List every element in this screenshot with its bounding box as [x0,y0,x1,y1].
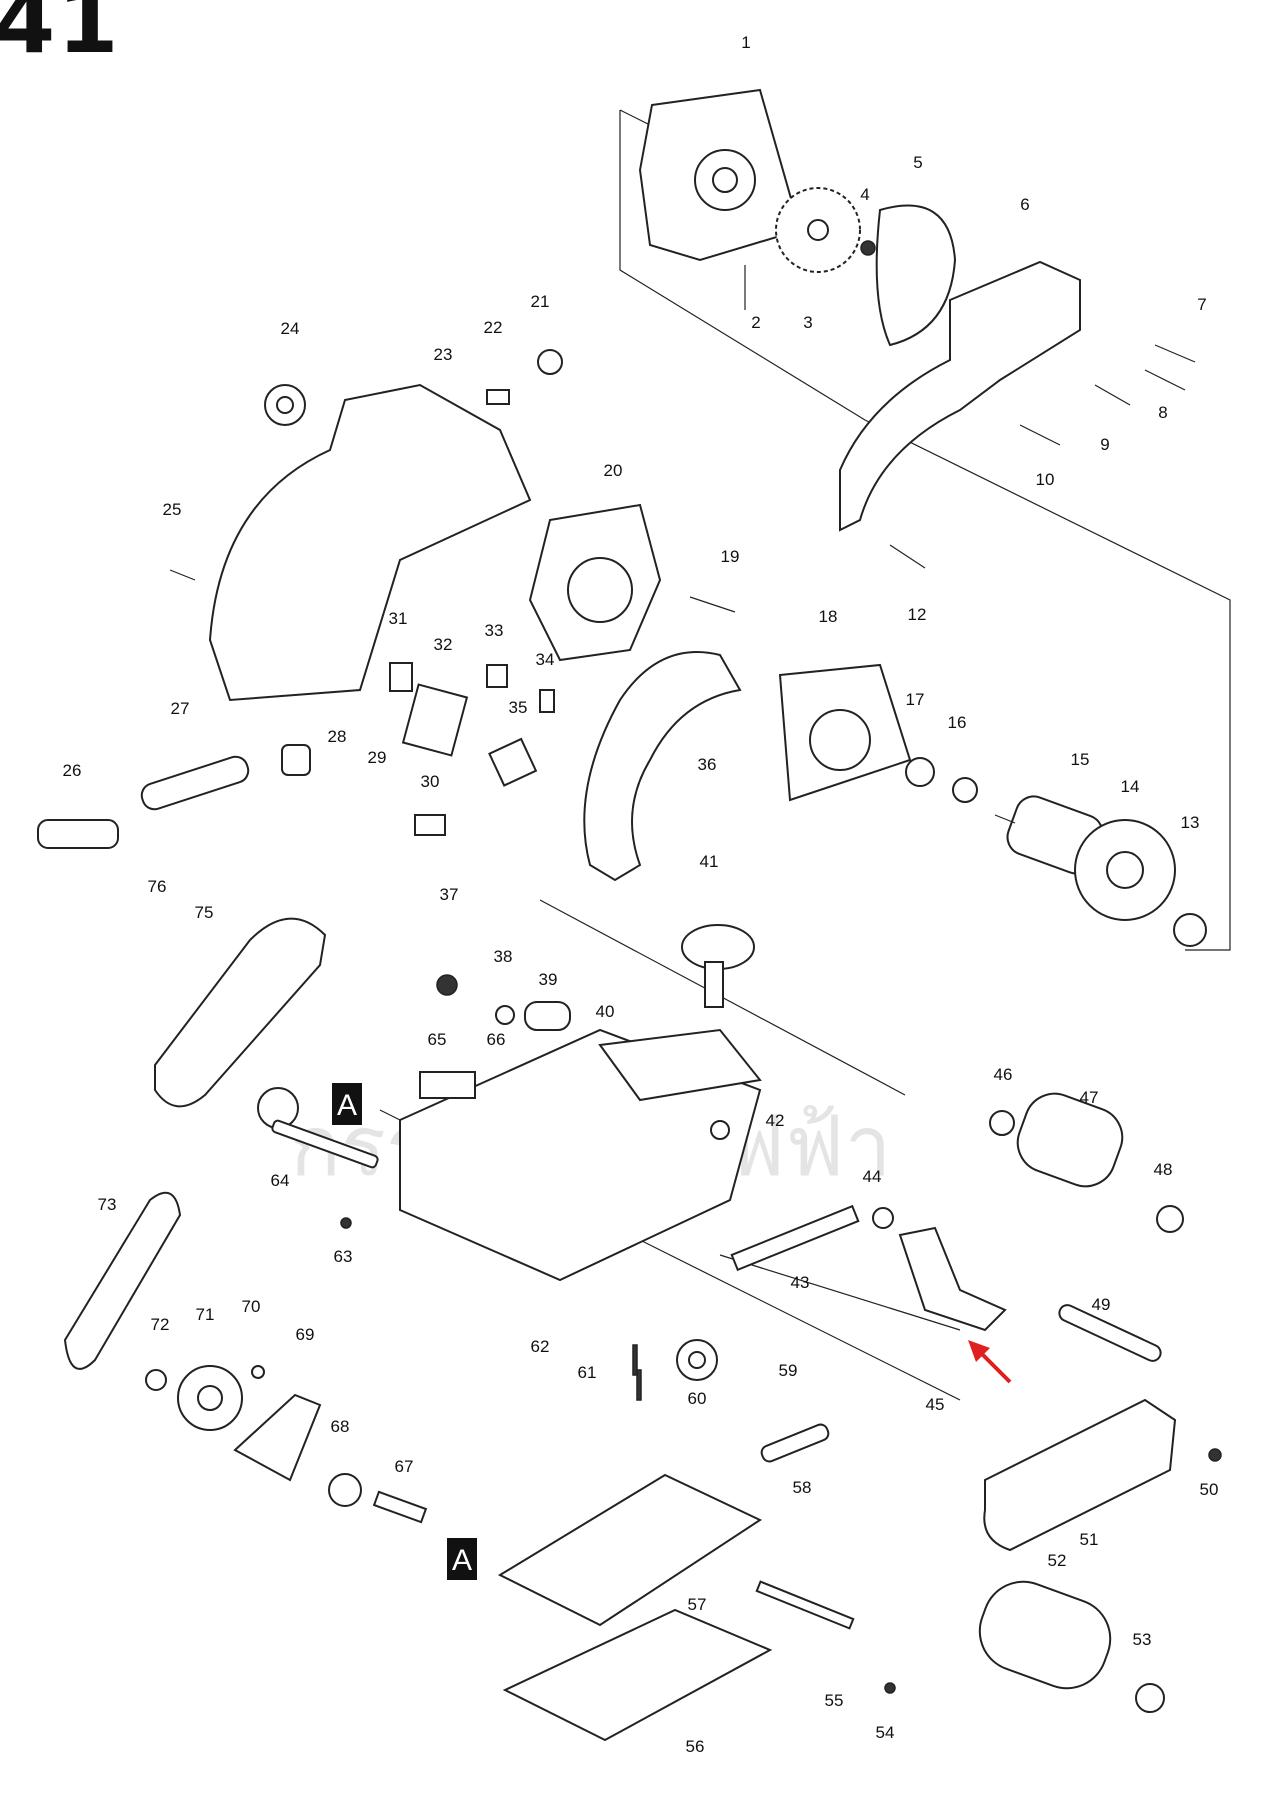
part-label-39: 39 [539,970,558,989]
part-label-73: 73 [98,1195,117,1214]
part-label-34: 34 [536,650,555,669]
part-label-44: 44 [863,1167,882,1186]
page-number: 41 [0,0,121,73]
section-marker-1: A [332,1083,362,1125]
part-label-15: 15 [1071,750,1090,769]
part-label-48: 48 [1154,1160,1173,1179]
part-label-51: 51 [1080,1530,1099,1549]
part-label-67: 67 [395,1457,414,1476]
part-label-30: 30 [421,772,440,791]
part-label-6: 6 [1020,195,1029,214]
part-label-21: 21 [531,292,550,311]
part-label-31: 31 [389,609,408,628]
part-label-25: 25 [163,500,182,519]
part-label-27: 27 [171,699,190,718]
part-label-63: 63 [334,1247,353,1266]
part-label-28: 28 [328,727,347,746]
part-label-14: 14 [1121,777,1140,796]
section-marker-2: A [447,1538,477,1580]
part-label-29: 29 [368,748,387,767]
part-label-2: 2 [751,313,760,332]
part-label-60: 60 [688,1389,707,1408]
roller-group [872,1092,1222,1713]
part-label-22: 22 [484,318,503,337]
part-label-5: 5 [913,153,922,172]
part-label-37: 37 [440,885,459,904]
svg-text:A: A [337,1089,357,1122]
part-label-13: 13 [1181,813,1200,832]
part-label-16: 16 [948,713,967,732]
part-label-65: 65 [428,1030,447,1049]
part-label-59: 59 [779,1361,798,1380]
part-label-54: 54 [876,1723,895,1742]
part-label-1: 1 [741,33,750,52]
part-label-64: 64 [271,1171,290,1190]
part-label-3: 3 [803,313,812,332]
part-label-61: 61 [578,1363,597,1382]
part-label-45: 45 [926,1395,945,1414]
motor-cover-group [638,88,1196,569]
part-label-70: 70 [242,1297,261,1316]
part-label-23: 23 [434,345,453,364]
part-label-72: 72 [151,1315,170,1334]
part-label-24: 24 [281,319,300,338]
svg-text:A: A [452,1544,472,1577]
part-label-40: 40 [596,1002,615,1021]
part-label-71: 71 [196,1305,215,1324]
part-label-62: 62 [531,1337,550,1356]
part-label-53: 53 [1133,1630,1152,1649]
part-label-50: 50 [1200,1480,1219,1499]
part-label-20: 20 [604,461,623,480]
part-label-43: 43 [791,1273,810,1292]
part-label-8: 8 [1158,403,1167,422]
part-label-58: 58 [793,1478,812,1497]
part-label-26: 26 [63,761,82,780]
frame-group [154,917,860,1282]
part-label-4: 4 [860,185,869,204]
cord-switch-group [37,662,555,849]
part-label-75: 75 [195,903,214,922]
part-label-12: 12 [908,605,927,624]
part-label-10: 10 [1036,470,1055,489]
part-label-35: 35 [509,698,528,717]
part-label-9: 9 [1100,435,1109,454]
part-label-49: 49 [1092,1295,1111,1314]
part-label-66: 66 [487,1030,506,1049]
part-label-55: 55 [825,1691,844,1710]
part-label-47: 47 [1080,1088,1099,1107]
part-label-17: 17 [906,690,925,709]
part-label-42: 42 [766,1111,785,1130]
part-label-69: 69 [296,1325,315,1344]
handle-group [583,651,912,882]
highlight-arrow [968,1340,1012,1384]
part-label-38: 38 [494,947,513,966]
part-label-41: 41 [700,852,719,871]
part-label-32: 32 [434,635,453,654]
armature-group [905,757,1207,947]
pulley-group [63,1191,428,1524]
part-label-19: 19 [721,547,740,566]
part-label-36: 36 [698,755,717,774]
part-label-18: 18 [819,607,838,626]
part-label-56: 56 [686,1737,705,1756]
housing-group [169,349,736,702]
platen-group [340,1217,896,1742]
part-label-46: 46 [994,1065,1013,1084]
part-label-33: 33 [485,621,504,640]
part-label-52: 52 [1048,1551,1067,1570]
part-label-76: 76 [148,877,167,896]
part-label-57: 57 [688,1595,707,1614]
part-label-7: 7 [1197,295,1206,314]
part-label-68: 68 [331,1417,350,1436]
